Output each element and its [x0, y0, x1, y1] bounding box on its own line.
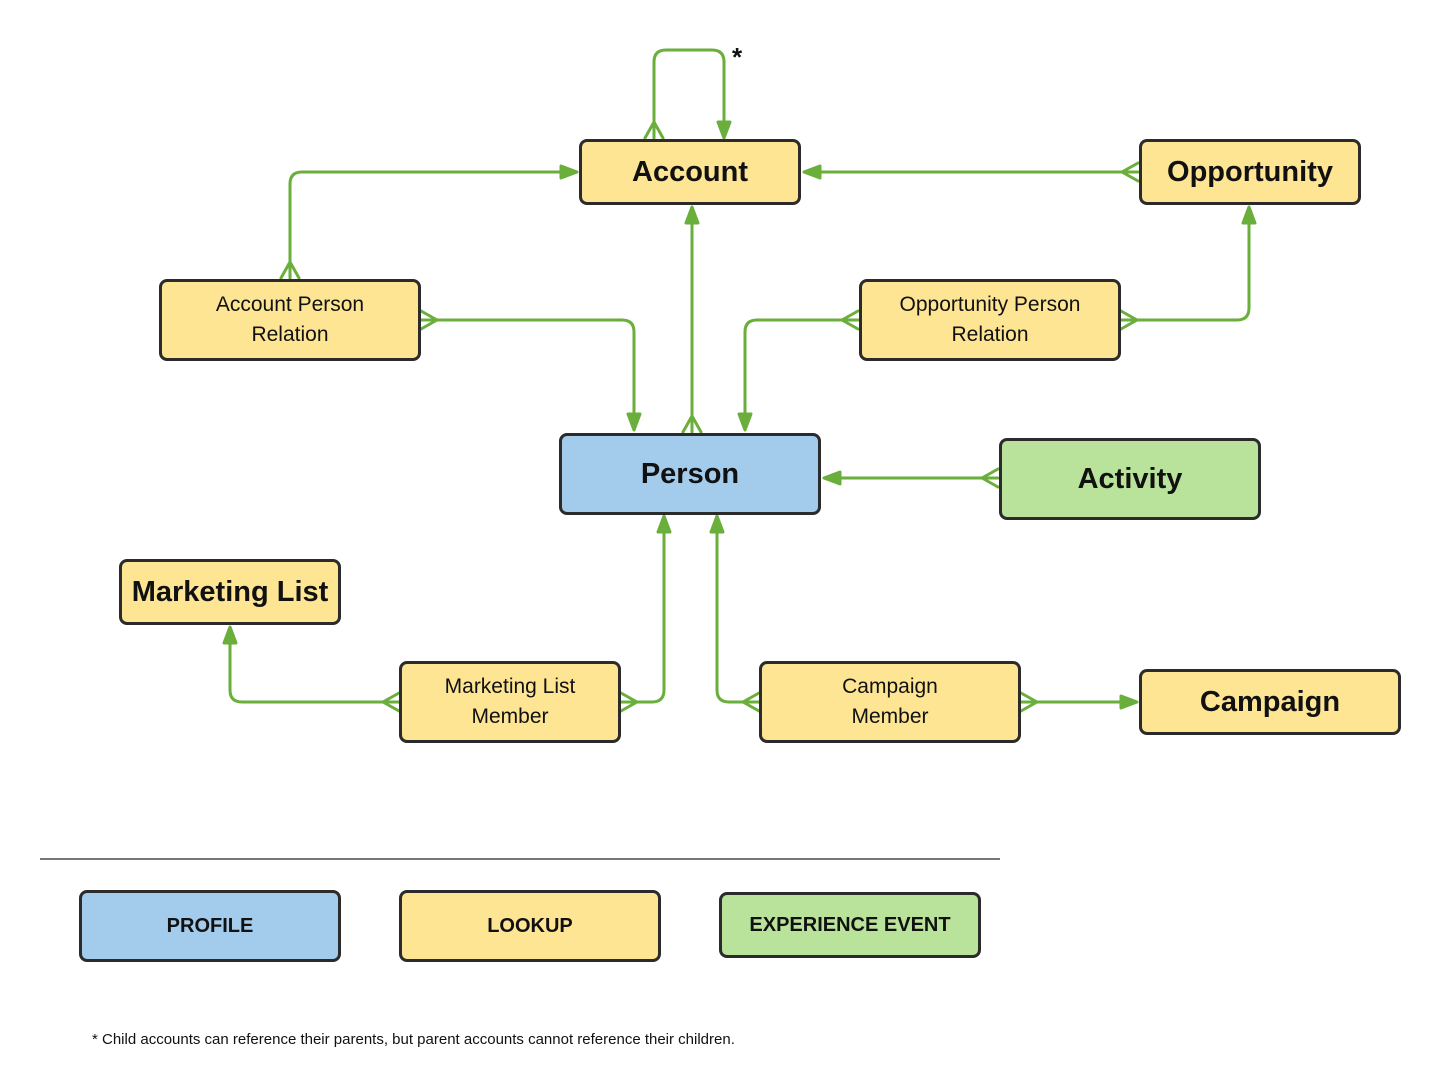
node-person: Person: [559, 433, 821, 515]
arrowhead-icon: [626, 412, 642, 432]
node-label-line-2: Relation: [951, 323, 1029, 346]
node-label-line-1: Campaign: [842, 675, 938, 698]
crows-foot-icon: [1019, 691, 1039, 713]
node-label: Marketing List: [131, 575, 329, 608]
cm-to-person-connector: [715, 517, 761, 704]
crows-foot-icon: [381, 691, 401, 713]
arrowhead-icon: [222, 625, 238, 645]
node-label: Campaign: [1199, 685, 1341, 718]
footnote: * Child accounts can reference their par…: [92, 1031, 735, 1048]
node-marketing-list: Marketing List: [119, 559, 341, 625]
node-opportunity: Opportunity: [1139, 139, 1361, 205]
legend-label: PROFILE: [166, 914, 254, 937]
mlm-to-person-connector: [619, 517, 666, 704]
crows-foot-icon: [1119, 309, 1139, 331]
arrowhead-icon: [559, 164, 579, 180]
crows-foot-icon: [419, 309, 439, 331]
legend-profile: PROFILE: [79, 890, 341, 962]
crows-foot-icon: [980, 467, 1000, 489]
node-label: Account: [632, 155, 748, 188]
crows-foot-icon: [840, 309, 860, 331]
node-activity: Activity: [999, 438, 1261, 520]
node-label-line-1: Opportunity Person: [899, 293, 1081, 316]
self-reference-asterisk: *: [732, 42, 743, 72]
node-label-line-1: Account Person: [215, 293, 365, 316]
arrowhead-icon: [656, 514, 672, 534]
arrowhead-icon: [802, 164, 822, 180]
node-label-line-1: Marketing List: [444, 675, 576, 698]
legend-label: LOOKUP: [487, 914, 573, 937]
account-self-reference-connector: [652, 48, 726, 140]
arrowhead-icon: [737, 412, 753, 432]
crows-foot-icon: [1120, 161, 1140, 183]
opr-to-person-connector: [743, 318, 860, 430]
crows-foot-icon: [681, 414, 703, 434]
opr-to-opportunity-connector: [1119, 208, 1251, 322]
node-label: Opportunity: [1167, 155, 1333, 188]
arrowhead-icon: [822, 470, 842, 486]
crows-foot-icon: [619, 691, 639, 713]
apr-to-person-connector: [419, 318, 636, 430]
arrowhead-icon: [684, 205, 700, 225]
crows-foot-icon: [643, 120, 665, 140]
node-label-line-2: Relation: [251, 323, 329, 346]
node-account: Account: [579, 139, 801, 205]
legend-divider: [40, 858, 1000, 860]
node-label: Person: [640, 457, 740, 490]
arrowhead-icon: [709, 514, 725, 534]
node-label-line-2: Member: [851, 705, 929, 728]
arrowhead-icon: [1119, 694, 1139, 710]
legend-lookup: LOOKUP: [399, 890, 661, 962]
node-label: Activity: [1077, 462, 1183, 495]
node-label-line-2: Member: [471, 705, 549, 728]
crows-foot-icon: [741, 691, 761, 713]
arrowhead-icon: [1241, 205, 1257, 225]
arrowhead-icon: [716, 120, 732, 140]
legend-experience-event: EXPERIENCE EVENT: [719, 892, 981, 958]
apr-to-account-connector: [288, 170, 577, 280]
mlm-to-marketing-list-connector: [228, 628, 401, 704]
legend-label: EXPERIENCE EVENT: [749, 913, 951, 936]
crows-foot-icon: [279, 260, 301, 280]
node-campaign: Campaign: [1139, 669, 1401, 735]
